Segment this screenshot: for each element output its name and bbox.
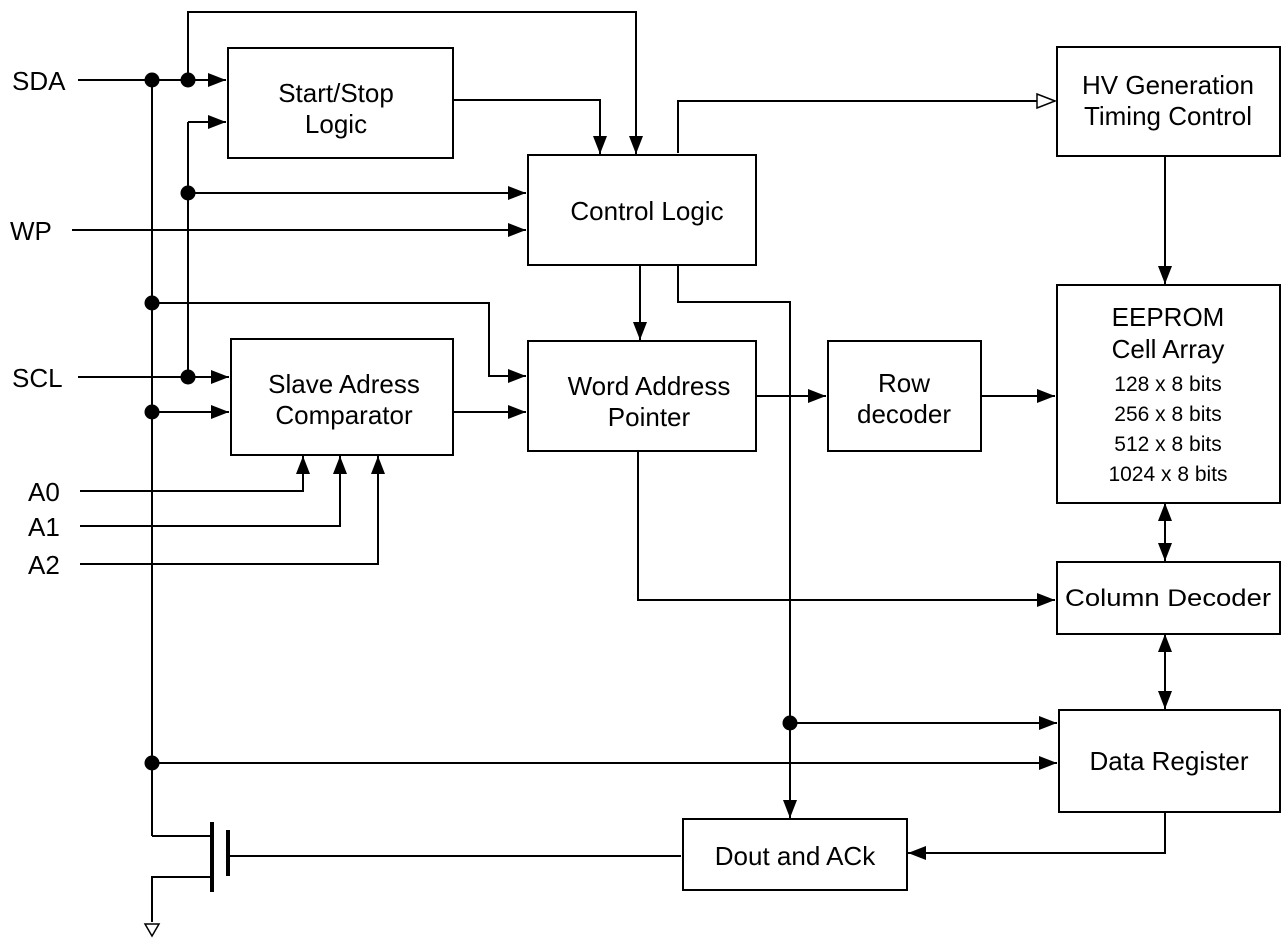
capacity-512-label: 512 x 8 bits	[1114, 433, 1221, 456]
eeprom-cell-array-block: EEPROM Cell Array 128 x 8 bits 256 x 8 b…	[1056, 284, 1281, 504]
hv-generation-label-2: Timing Control	[1084, 101, 1252, 131]
column-decoder-block: Column Decoder	[1056, 561, 1281, 635]
word-address-label-1: Word Address	[568, 371, 731, 401]
start-stop-logic-block: Start/Stop Logic	[227, 47, 454, 159]
data-register-block: Data Register	[1058, 709, 1281, 813]
data-register-label: Data Register	[1090, 746, 1249, 776]
slave-address-comparator-block: Slave Adress Comparator	[230, 338, 454, 456]
pin-a2-label: A2	[28, 550, 60, 580]
control-logic-label: Control Logic	[570, 196, 723, 226]
word-address-pointer-block: Word Address Pointer	[527, 340, 757, 452]
pin-sda-label: SDA	[12, 66, 66, 96]
word-address-label-2: Pointer	[608, 402, 691, 432]
junction-dots	[144, 72, 798, 771]
pin-a1-label: A1	[28, 512, 60, 542]
pin-labels: SDA WP SCL A0 A1 A2	[10, 66, 66, 580]
capacity-128-label: 128 x 8 bits	[1114, 373, 1221, 396]
capacity-256-label: 256 x 8 bits	[1114, 403, 1221, 426]
start-stop-label-2: Logic	[305, 109, 367, 139]
control-logic-block: Control Logic	[527, 154, 757, 266]
slave-address-label-1: Slave Adress	[268, 369, 420, 399]
row-decoder-block: Row decoder	[827, 340, 982, 452]
pin-scl-label: SCL	[12, 363, 63, 393]
pin-wp-label: WP	[10, 216, 52, 246]
row-decoder-label-1: Row	[878, 368, 930, 398]
column-decoder-label: Column Decoder	[1065, 585, 1271, 612]
slave-address-label-2: Comparator	[275, 400, 413, 430]
dout-ack-label: Dout and ACk	[715, 841, 876, 871]
start-stop-label-1: Start/Stop	[278, 78, 394, 108]
arrowheads	[208, 73, 1172, 860]
dout-ack-block: Dout and ACk	[682, 818, 908, 891]
eeprom-label: EEPROM	[1112, 302, 1225, 332]
hv-generation-block: HV Generation Timing Control	[1056, 46, 1281, 157]
cell-array-label: Cell Array	[1112, 334, 1225, 364]
pin-a0-label: A0	[28, 477, 60, 507]
ground-icon	[143, 923, 161, 938]
hv-generation-label-1: HV Generation	[1082, 70, 1254, 100]
row-decoder-label-2: decoder	[857, 399, 951, 429]
capacity-1024-label: 1024 x 8 bits	[1108, 463, 1227, 486]
output-transistor-icon	[210, 822, 230, 892]
